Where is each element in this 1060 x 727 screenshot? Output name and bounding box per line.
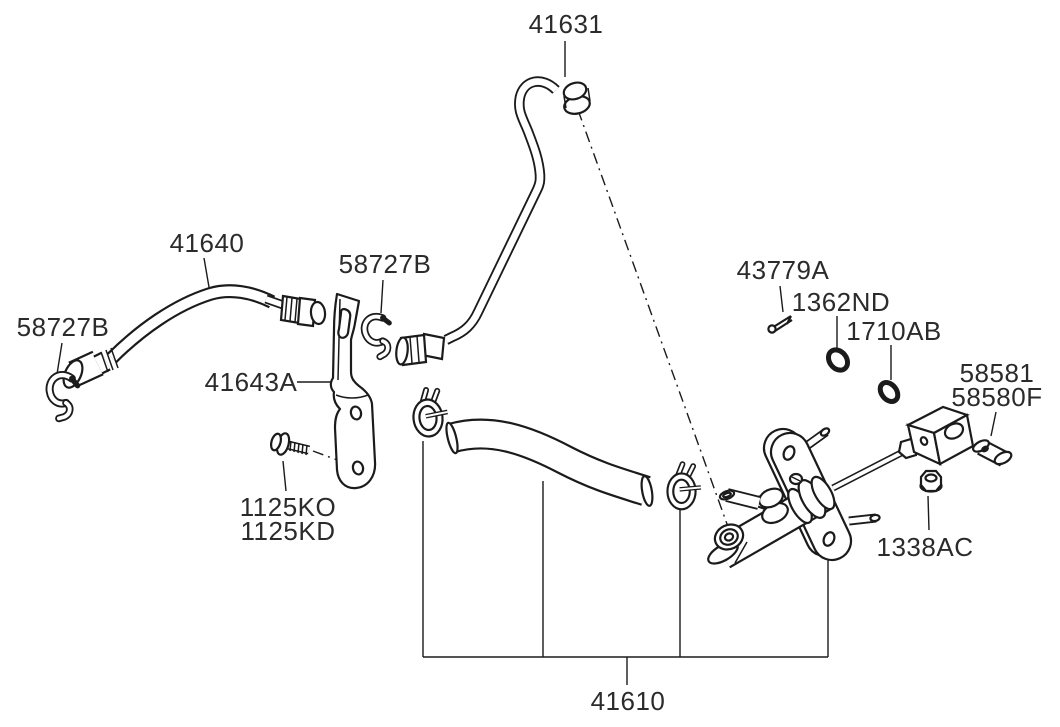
part-label-41643a: 41643A [204,367,298,397]
part-label-58727b-left: 58727B [16,312,110,342]
part-label-41610: 41610 [590,686,666,716]
part-label-41640: 41640 [169,228,245,258]
clip-58727b-mid-drawing [363,315,394,358]
hose-clamp-left-drawing [411,388,450,438]
callout-bracket-41610 [422,441,829,685]
clip-58727b-left-drawing [47,374,79,420]
part-label-1710ab: 1710AB [846,316,942,346]
part-label-58581: 58581 [959,358,1035,388]
part-label-1125ko: 1125KO [239,492,337,522]
pipe-41631-drawing [395,76,591,367]
part-label-58580f: 58580F [951,382,1043,412]
part-label-1125kd: 1125KD [240,516,336,546]
part-label-1338ac: 1338AC [876,532,974,562]
part-label-1362nd: 1362ND [791,287,891,317]
hose-41640-drawing [62,284,327,389]
part-label-43779a: 43779A [736,255,830,285]
cotter-pin-43779a-drawing [767,315,793,334]
clevis-pin-58580f-drawing [972,439,1013,467]
hose-41610-drawing [445,418,654,507]
oring-1710ab-drawing [877,380,901,404]
bolt-1125ko-drawing [269,432,311,456]
master-cylinder-drawing [707,405,975,569]
nut-1338ac-drawing [919,469,943,493]
part-label-58727b-mid: 58727B [338,249,432,279]
hose-clamp-right-drawing [667,464,700,509]
part-label-41631: 41631 [528,9,604,39]
leader-lines [56,41,997,531]
oring-1362nd-drawing [825,347,851,373]
bracket-41643a-drawing [329,292,377,490]
